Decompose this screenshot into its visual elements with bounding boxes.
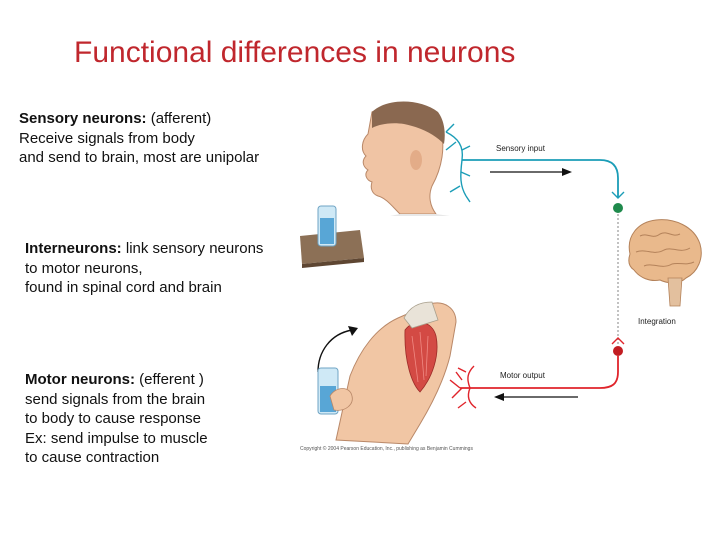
glass-on-table-illustration	[300, 206, 364, 268]
integration-label: Integration	[638, 317, 676, 326]
sensory-pathway-line	[462, 160, 618, 198]
sensory-synapse-node	[613, 203, 623, 213]
motor-arrow	[494, 393, 578, 401]
sensory-input-label: Sensory input	[496, 144, 546, 153]
curved-arrow	[318, 326, 358, 372]
head-illustration	[362, 102, 450, 217]
copyright-credit: Copyright © 2004 Pearson Education, Inc.…	[300, 445, 473, 452]
sensory-dendrites	[446, 124, 470, 202]
motor-synapse-node	[613, 346, 623, 356]
motor-output-label: Motor output	[500, 371, 546, 380]
motor-endings	[450, 366, 476, 408]
sensory-arrow	[490, 168, 572, 176]
arm-illustration	[318, 302, 456, 444]
brain-illustration	[629, 220, 701, 306]
